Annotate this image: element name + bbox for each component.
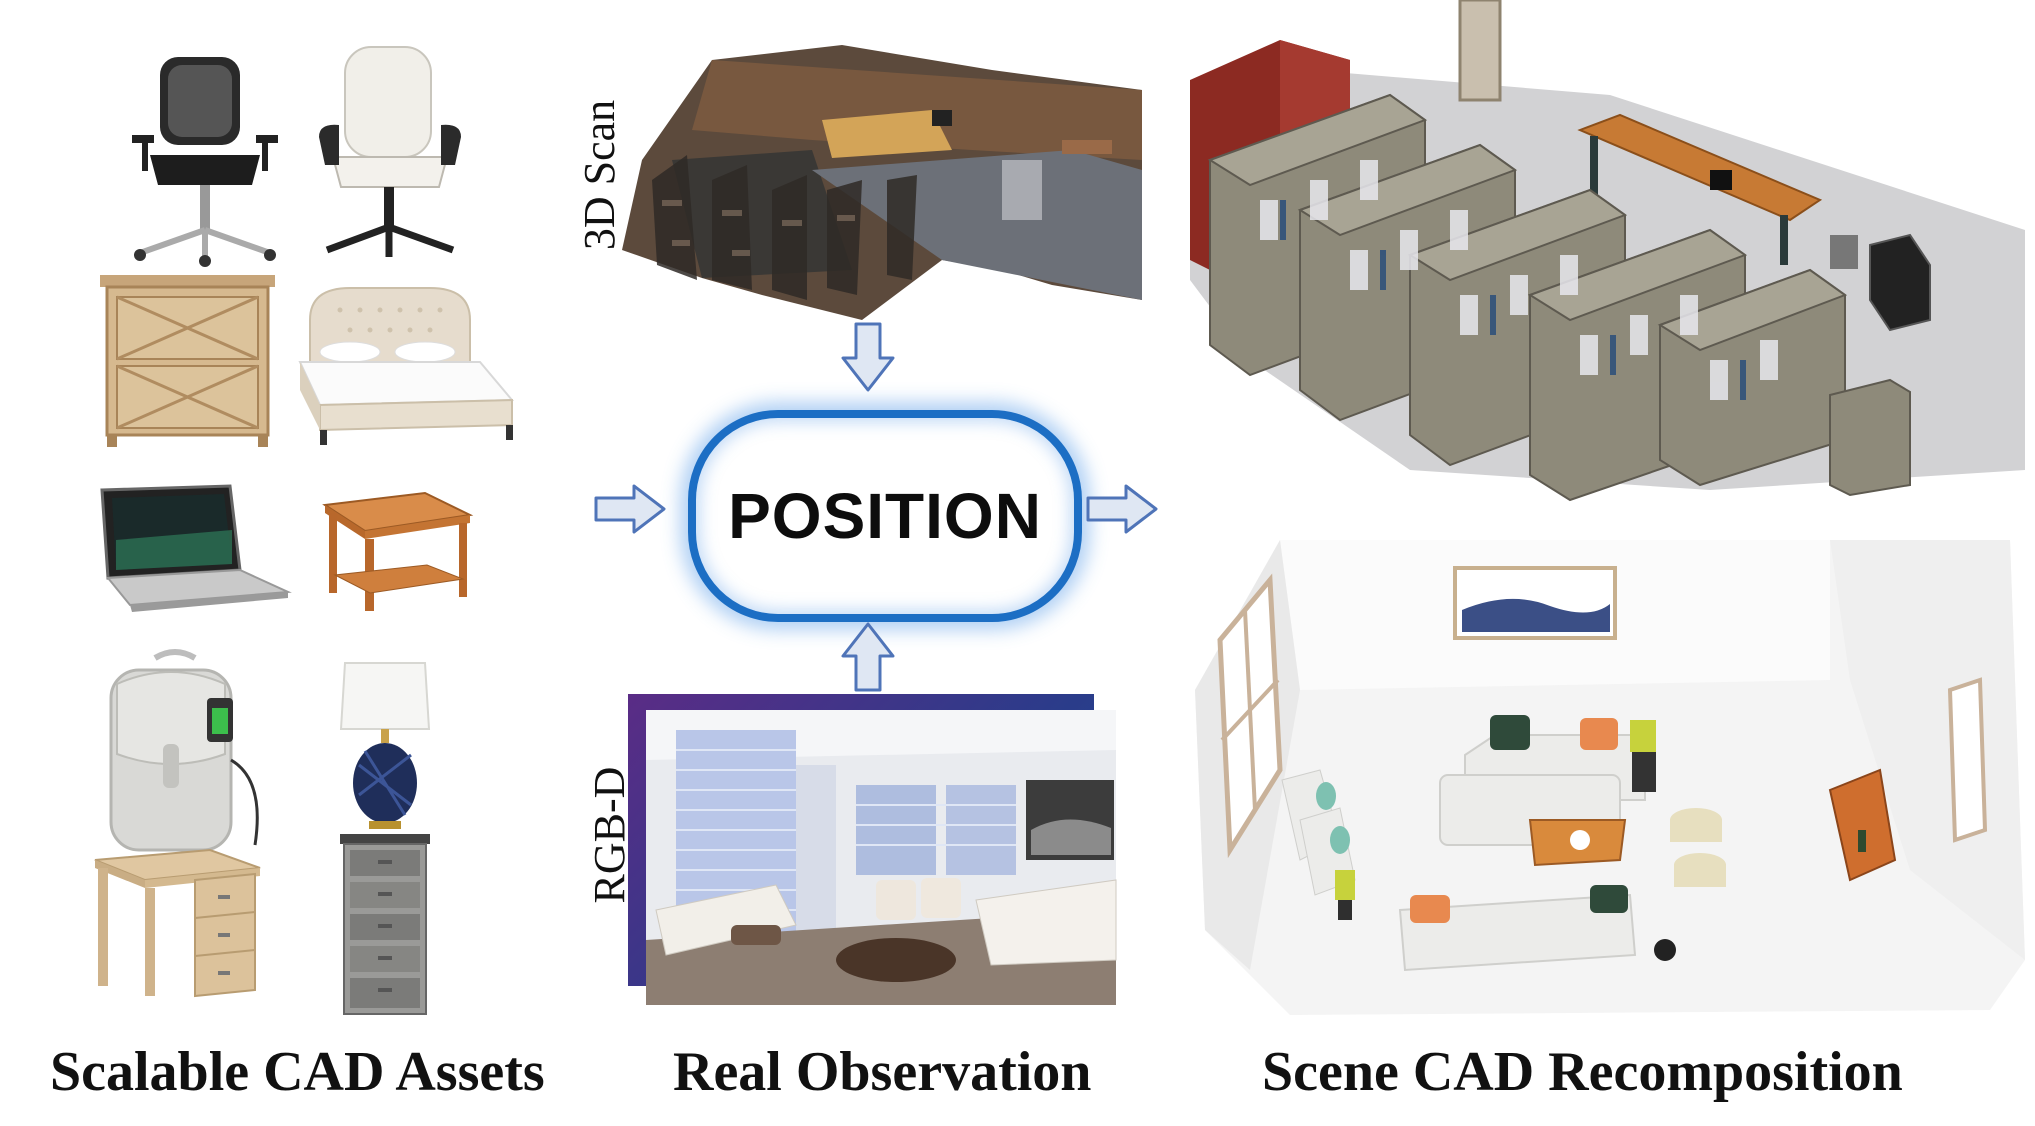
wooden-dresser-image — [100, 275, 275, 447]
rgbd-label: RGB-D — [585, 766, 634, 904]
living-room-scene-image — [1195, 540, 2025, 1015]
position-label: POSITION — [728, 480, 1042, 552]
position-to-scene-arrow — [1086, 484, 1158, 534]
wooden-desk-image — [94, 848, 261, 998]
up-arrow — [841, 622, 895, 692]
3d-scan-image — [622, 45, 1142, 320]
caption-real-observation: Real Observation — [673, 1041, 1092, 1103]
scan-label: 3D Scan — [575, 99, 624, 251]
library-scene-image — [1190, 0, 2025, 502]
down-arrow — [841, 322, 895, 392]
table-lamp-image — [339, 662, 431, 829]
white-leather-chair-image — [319, 46, 461, 257]
assets-to-position-arrow — [594, 484, 666, 534]
rgbd-image — [646, 710, 1117, 1005]
cad-assets-panel — [90, 40, 530, 1015]
wooden-side-table-image — [322, 491, 474, 611]
upholstered-bed-image — [298, 287, 515, 445]
position-node: POSITION — [688, 410, 1082, 622]
caption-scene-recomposition: Scene CAD Recomposition — [1262, 1041, 1903, 1103]
office-chair-image — [132, 57, 278, 267]
laptop-image — [100, 484, 292, 612]
caption-cad-assets: Scalable CAD Assets — [50, 1041, 545, 1103]
backpack-image — [109, 649, 259, 852]
fabric-storage-tower-image — [340, 834, 430, 1015]
